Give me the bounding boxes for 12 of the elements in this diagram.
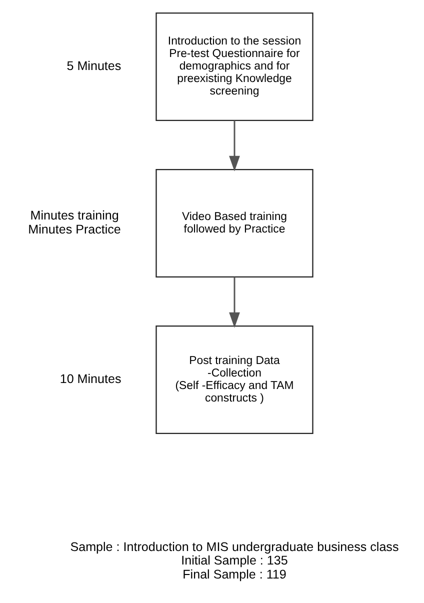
node-label: Minutes Practice <box>28 222 120 236</box>
node-label: 5 Minutes <box>66 58 121 73</box>
node-box: Post training Data -Collection (Self -Efficacy and TAM constructs ) <box>155 326 313 434</box>
arrow <box>228 120 240 172</box>
node-label: Minutes training <box>30 208 118 223</box>
label: Initial Sample : 135 <box>180 554 288 568</box>
node-box: Video Based training followed by Practice <box>155 168 313 278</box>
arrow <box>228 277 240 328</box>
label: Sample : Introduction to MIS undergraduate business class <box>70 540 398 554</box>
node-box: Introduction to the session Pre-test Questionnaire for demographics and for preexisting Knowledge screening <box>155 12 313 121</box>
label: Final Sample : 119 <box>182 567 286 582</box>
node-label: 10 Minutes <box>59 372 121 386</box>
